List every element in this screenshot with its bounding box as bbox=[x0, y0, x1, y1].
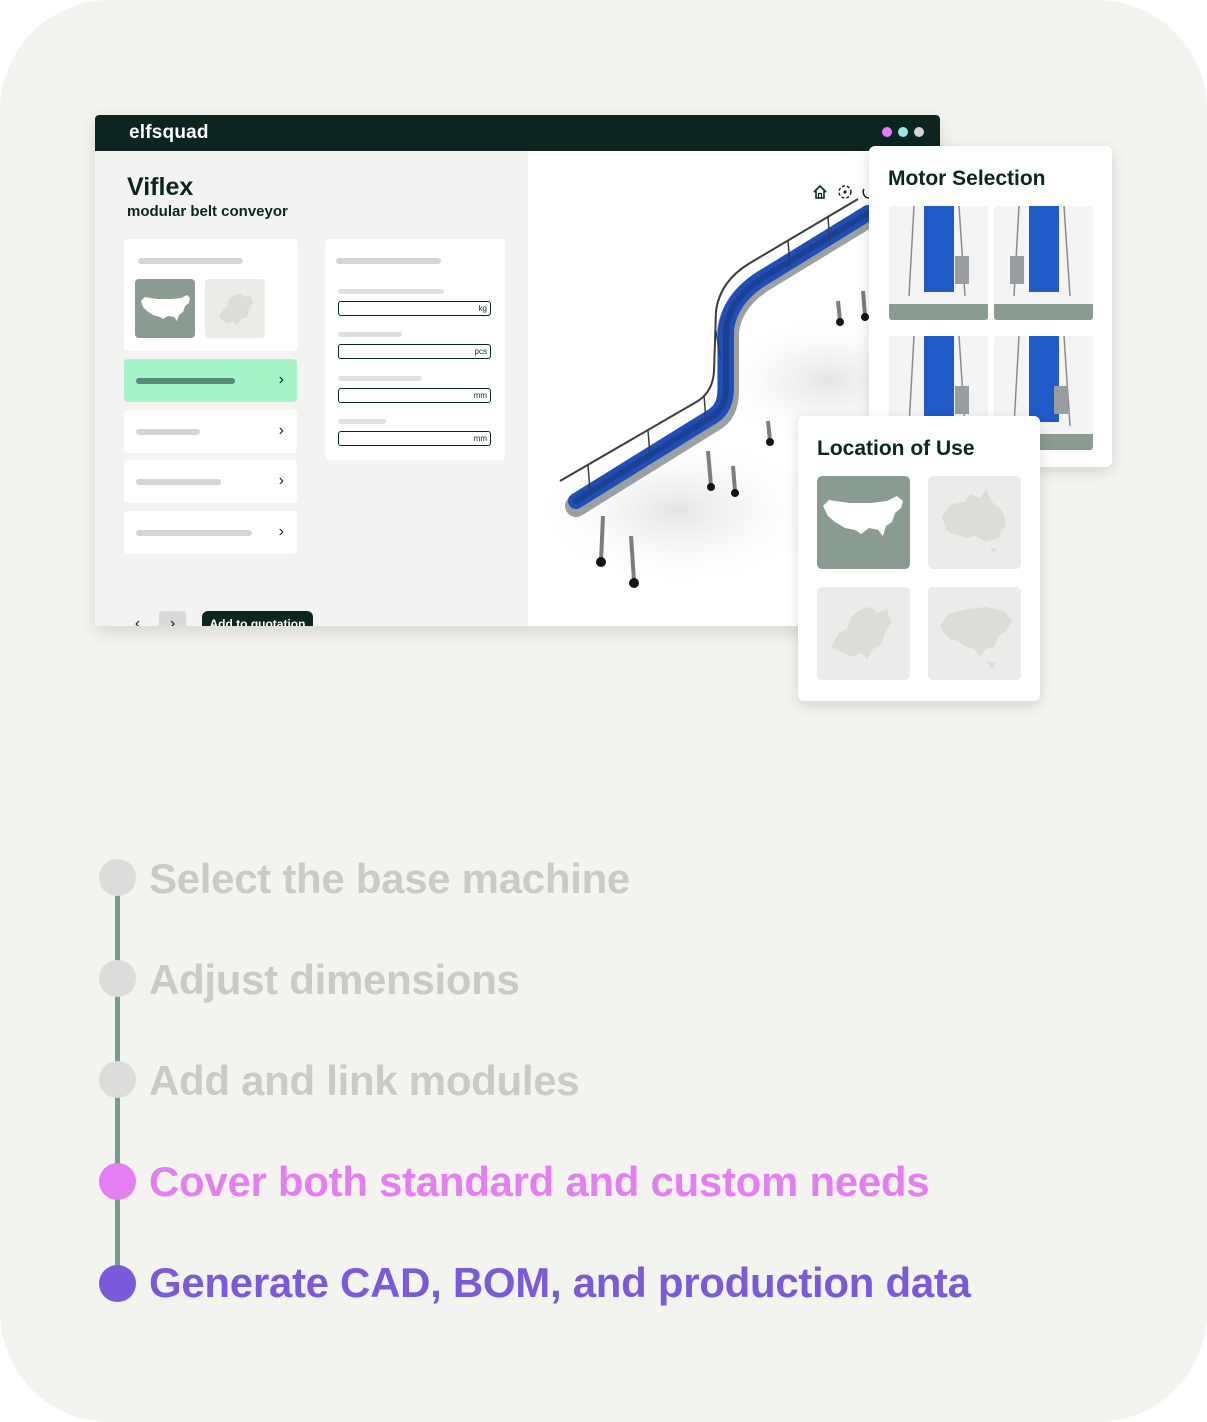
dimension-fields-box: kg pcs mm mm bbox=[325, 239, 505, 460]
motor-option-1[interactable] bbox=[889, 206, 988, 320]
chevron-right-icon: › bbox=[278, 523, 284, 540]
pieces-field[interactable]: pcs bbox=[338, 344, 491, 359]
product-name: Viflex bbox=[127, 173, 194, 201]
prev-button[interactable]: ‹ bbox=[134, 615, 141, 626]
unit-label: kg bbox=[478, 304, 487, 313]
motor-option-2[interactable] bbox=[994, 206, 1093, 320]
length-field[interactable]: mm bbox=[338, 388, 491, 403]
step-5-label[interactable]: Generate CAD, BOM, and production data bbox=[149, 1259, 971, 1306]
europe-map-option[interactable] bbox=[817, 587, 910, 680]
asia-map-icon bbox=[940, 607, 1012, 669]
step-4-dot bbox=[99, 1163, 136, 1200]
field-label bbox=[338, 289, 444, 294]
menu-item-label bbox=[136, 479, 221, 485]
usa-map-icon bbox=[823, 496, 903, 536]
field-label bbox=[338, 376, 422, 381]
home-icon[interactable] bbox=[811, 183, 829, 201]
width-field[interactable]: mm bbox=[338, 431, 491, 446]
step-3-label[interactable]: Add and link modules bbox=[149, 1057, 580, 1104]
window-dots bbox=[882, 127, 924, 137]
placeholder-label bbox=[138, 258, 243, 264]
add-to-quotation-button[interactable]: Add to quotation bbox=[202, 611, 313, 626]
location-of-use-title: Location of Use bbox=[817, 437, 975, 460]
step-5-dot bbox=[99, 1265, 136, 1302]
menu-item-label bbox=[136, 429, 200, 435]
title-bar: elfsquad bbox=[95, 115, 940, 151]
menu-item-4[interactable]: › bbox=[124, 511, 297, 554]
location-selector-box bbox=[124, 239, 298, 351]
chevron-right-icon: › bbox=[278, 472, 284, 489]
product-subtitle: modular belt conveyor bbox=[127, 203, 288, 220]
australia-map-option[interactable] bbox=[928, 476, 1021, 569]
window-dot-pink[interactable] bbox=[882, 127, 892, 137]
unit-label: mm bbox=[473, 434, 487, 443]
window-dot-grey[interactable] bbox=[914, 127, 924, 137]
usa-map-icon bbox=[141, 295, 190, 321]
menu-item-1[interactable]: › bbox=[124, 359, 297, 402]
europe-map-option[interactable] bbox=[205, 279, 265, 338]
motor-selection-title: Motor Selection bbox=[888, 167, 1046, 190]
field-label bbox=[338, 332, 402, 337]
step-4-label[interactable]: Cover both standard and custom needs bbox=[149, 1158, 930, 1205]
motor-image bbox=[889, 206, 988, 320]
field-label bbox=[338, 419, 386, 424]
motor-image bbox=[994, 206, 1093, 320]
brand-logo: elfsquad bbox=[129, 122, 209, 143]
step-1-label[interactable]: Select the base machine bbox=[149, 855, 630, 902]
weight-field[interactable]: kg bbox=[338, 301, 491, 316]
window-dot-teal[interactable] bbox=[898, 127, 908, 137]
unit-label: pcs bbox=[474, 347, 487, 356]
menu-item-label bbox=[136, 378, 235, 384]
usa-map-option[interactable] bbox=[135, 279, 195, 338]
europe-map-icon bbox=[831, 607, 891, 659]
chevron-right-icon: › bbox=[278, 371, 284, 388]
configurator-panel: Viflex modular belt conveyor bbox=[95, 151, 528, 626]
step-2-dot bbox=[99, 960, 136, 997]
step-1-dot bbox=[99, 859, 136, 896]
menu-item-3[interactable]: › bbox=[124, 460, 297, 503]
europe-map-icon bbox=[219, 293, 253, 325]
asia-map-option[interactable] bbox=[928, 587, 1021, 680]
step-2-label[interactable]: Adjust dimensions bbox=[149, 956, 520, 1003]
orbit-icon[interactable] bbox=[836, 183, 854, 201]
chevron-right-icon: › bbox=[278, 422, 284, 439]
unit-label: mm bbox=[473, 391, 487, 400]
location-of-use-panel: Location of Use bbox=[798, 416, 1040, 701]
next-button[interactable]: › bbox=[159, 611, 186, 626]
step-3-dot bbox=[99, 1061, 136, 1098]
placeholder-label bbox=[336, 258, 441, 264]
menu-item-label bbox=[136, 530, 252, 536]
australia-map-icon bbox=[942, 490, 1006, 554]
usa-map-option[interactable] bbox=[817, 476, 910, 569]
menu-item-2[interactable]: › bbox=[124, 410, 297, 453]
